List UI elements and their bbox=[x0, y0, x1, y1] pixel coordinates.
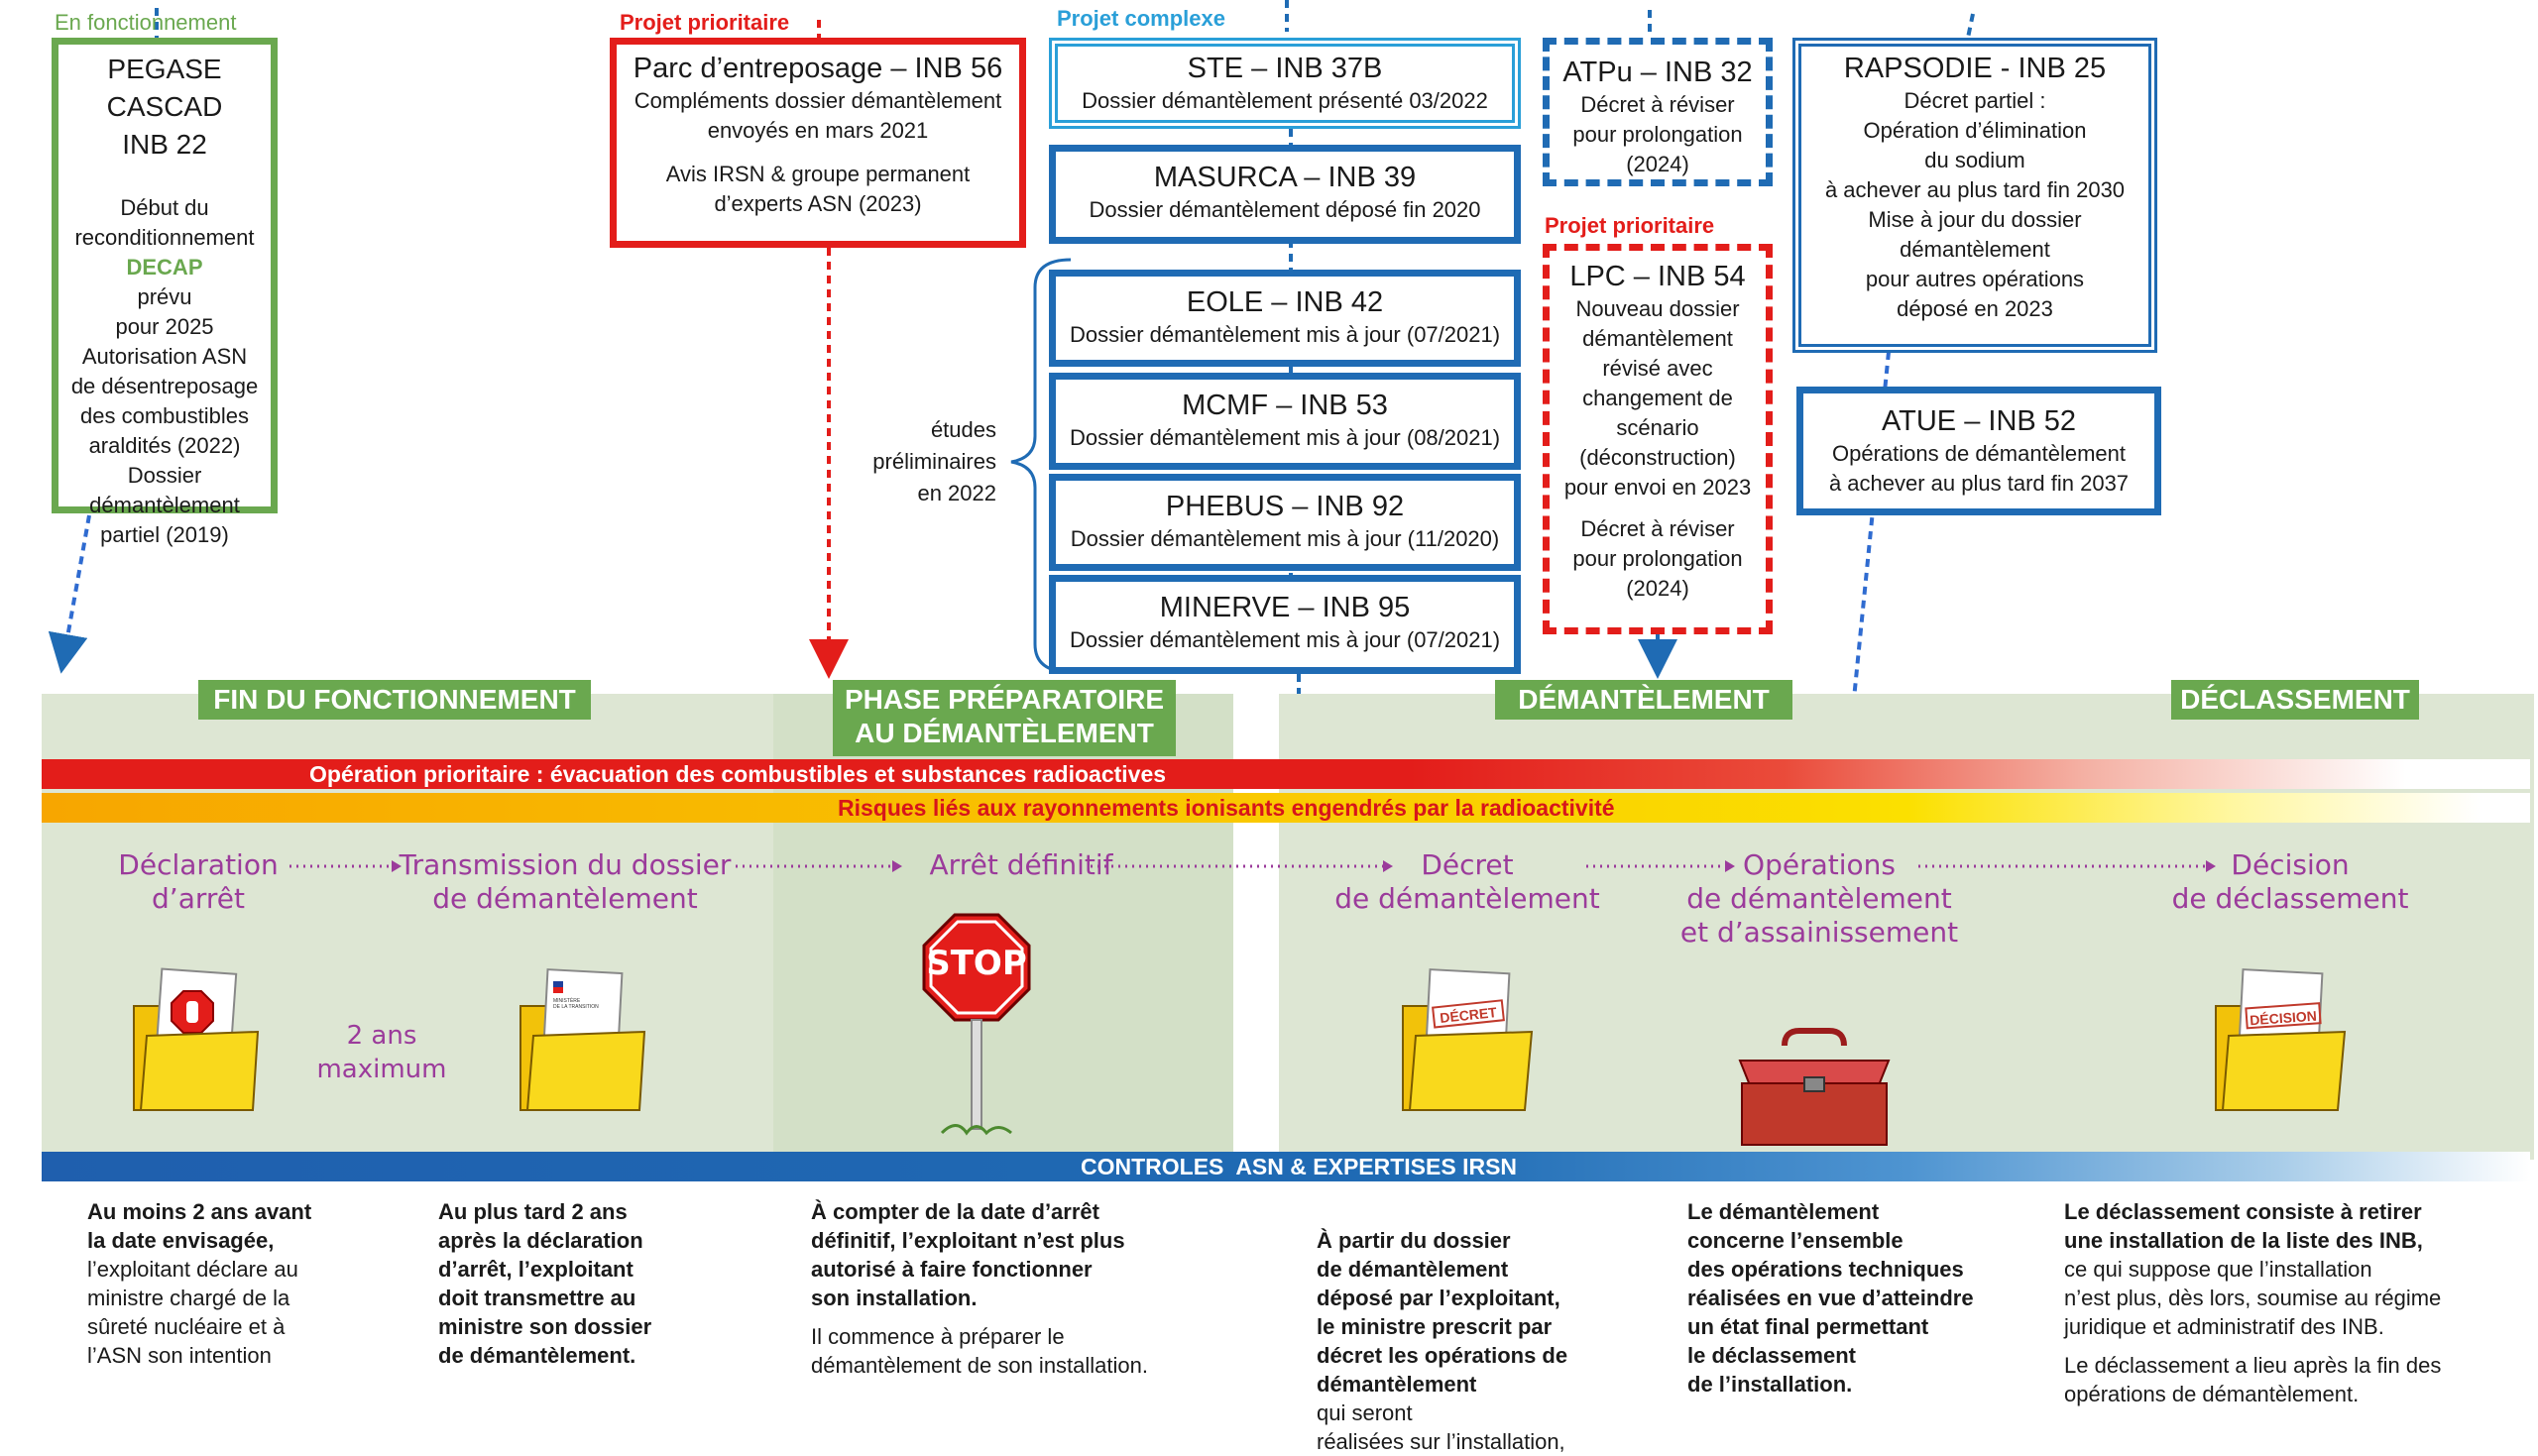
step-operations: Opérations de démantèlement et d’assaini… bbox=[1679, 848, 1959, 949]
bottom-c1-bold: Au moins 2 ans avant la date envisagée, bbox=[87, 1199, 312, 1253]
phase-label-decl: DÉCLASSEMENT bbox=[2171, 680, 2419, 720]
folder-decret-icon bbox=[1402, 968, 1534, 1111]
step-arrowhead-3 bbox=[1383, 860, 1393, 872]
phebus-title: PHEBUS – INB 92 bbox=[1165, 491, 1405, 522]
bar-risques-label: Risques liés aux rayonnements ionisants … bbox=[838, 795, 1615, 821]
lpc-desc2: Décret à réviser pour prolongation (2024… bbox=[1572, 516, 1743, 601]
phase-label-fin: FIN DU FONCTIONNEMENT bbox=[198, 680, 591, 720]
bottom-c6-reg2: Le déclassement a lieu après la fin des … bbox=[2064, 1353, 2442, 1406]
eole-desc: Dossier démantèlement mis à jour (07/202… bbox=[1069, 322, 1501, 347]
atue-desc: Opérations de démantèlement à achever au… bbox=[1828, 441, 2130, 496]
phase-label-dem: DÉMANTÈLEMENT bbox=[1495, 680, 1792, 720]
atpu-box: ATPu – INB 32 Décret à réviser pour prol… bbox=[1543, 38, 1773, 186]
phebus-desc: Dossier démantèlement mis à jour (11/202… bbox=[1070, 526, 1500, 551]
pegase-title: PEGASE CASCAD INB 22 bbox=[106, 54, 223, 160]
bottom-c6-reg: ce qui suppose que l’installation n’est … bbox=[2064, 1257, 2442, 1339]
stop-sign-icon bbox=[922, 913, 1031, 1136]
mcmf-title: MCMF – INB 53 bbox=[1182, 390, 1388, 421]
connector-lines bbox=[48, 0, 1975, 768]
phase-label-prep: PHASE PRÉPARATOIRE AU DÉMANTÈLEMENT bbox=[833, 680, 1176, 756]
deux-ans-label: 2 ans maximum bbox=[316, 1021, 447, 1084]
phebus-box: PHEBUS – INB 92 Dossier démantèlement mi… bbox=[1049, 474, 1521, 571]
atpu-desc: Décret à réviser pour prolongation (2024… bbox=[1572, 92, 1743, 176]
bottom-c6-bold: Le déclassement consiste à retirer une i… bbox=[2064, 1199, 2423, 1253]
svg-text:MINISTÈRE: MINISTÈRE bbox=[553, 997, 581, 1004]
tag-projet-complexe: Projet complexe bbox=[1057, 6, 1225, 31]
bar-controles bbox=[42, 1152, 2530, 1181]
atue-title: ATUE – INB 52 bbox=[1881, 405, 2077, 437]
bottom-col-decret: À partir du dossier de démantèlement dép… bbox=[1317, 1197, 1654, 1456]
bottom-c1-reg: l’exploitant déclare au ministre chargé … bbox=[87, 1257, 298, 1368]
tag-en-fonctionnement: En fonctionnement bbox=[55, 10, 237, 35]
bottom-col-operations: Le démantèlement concerne l’ensemble des… bbox=[1687, 1197, 2024, 1399]
bar-risques bbox=[42, 793, 2530, 823]
bottom-c2-bold: Au plus tard 2 ans après la déclaration … bbox=[438, 1199, 652, 1368]
step-transmission: Transmission du dossier de démantèlement bbox=[399, 848, 732, 915]
tag-projet-prioritaire-lpc: Projet prioritaire bbox=[1545, 213, 1715, 238]
etudes-label: études préliminaires en 2022 bbox=[872, 417, 996, 505]
mcmf-desc: Dossier démantèlement mis à jour (08/202… bbox=[1069, 425, 1501, 450]
pegase-arrow bbox=[48, 514, 91, 674]
minerve-box: MINERVE – INB 95 Dossier démantèlement m… bbox=[1049, 575, 1521, 674]
lpc-desc1: Nouveau dossier démantèlement révisé ave… bbox=[1563, 296, 1752, 500]
pegase-line1: Début du reconditionnement bbox=[74, 195, 255, 250]
rapsodie-arrow bbox=[1831, 351, 1891, 768]
masurca-box: MASURCA – INB 39 Dossier démantèlement d… bbox=[1049, 145, 1521, 244]
inb56-title: Parc d’entreposage – INB 56 bbox=[633, 53, 1003, 84]
mcmf-box: MCMF – INB 53 Dossier démantèlement mis … bbox=[1049, 373, 1521, 470]
step-decision: Décision de déclassement bbox=[2171, 848, 2409, 915]
step-arrowhead-2 bbox=[892, 860, 902, 872]
inb56-box: Parc d’entreposage – INB 56 Compléments … bbox=[610, 38, 1026, 248]
bar-operation bbox=[42, 759, 2530, 789]
bottom-col-declassement: Le déclassement consiste à retirer une i… bbox=[2064, 1197, 2510, 1408]
folder-decision-icon bbox=[2215, 968, 2347, 1111]
rapsodie-box: RAPSODIE - INB 25 Décret partiel : Opéra… bbox=[1792, 38, 2157, 353]
stop-sign-label: STOP bbox=[926, 944, 1027, 983]
masurca-title: MASURCA – INB 39 bbox=[1153, 162, 1417, 193]
ste-box: STE – INB 37B Dossier démantèlement prés… bbox=[1049, 38, 1521, 129]
step-arrowhead-4 bbox=[1725, 860, 1735, 872]
bottom-col-transmission: Au plus tard 2 ans après la déclaration … bbox=[438, 1197, 736, 1370]
atue-box: ATUE – INB 52 Opérations de démantèlemen… bbox=[1796, 387, 2161, 515]
minerve-desc: Dossier démantèlement mis à jour (07/202… bbox=[1069, 627, 1501, 652]
bottom-c4-reg: qui seront réalisées sur l’installation, bbox=[1317, 1400, 1565, 1454]
rapsodie-title: RAPSODIE - INB 25 bbox=[1843, 53, 2107, 84]
atpu-title: ATPu – INB 32 bbox=[1562, 56, 1753, 88]
inb56-desc1: Compléments dossier démantèlement envoyé… bbox=[634, 88, 1002, 143]
pegase-decap: DECAP bbox=[126, 255, 203, 280]
toolbox-icon bbox=[1738, 1028, 1891, 1146]
step-decret: Décret de démantèlement bbox=[1334, 848, 1600, 915]
masurca-desc: Dossier démantèlement déposé fin 2020 bbox=[1089, 197, 1481, 222]
folder-transmission-icon: MINISTÈRE DE LA TRANSITION bbox=[519, 968, 646, 1111]
rapsodie-desc: Décret partiel : Opération d’élimination… bbox=[1824, 88, 2126, 321]
rapsodie-top-line bbox=[1966, 13, 1975, 39]
step-arrowhead-5 bbox=[2206, 860, 2216, 872]
svg-text:DE LA TRANSITION: DE LA TRANSITION bbox=[553, 1004, 599, 1010]
step-arrowhead-1 bbox=[392, 860, 402, 872]
ste-desc: Dossier démantèlement présenté 03/2022 bbox=[1082, 88, 1488, 113]
folder-declaration-icon bbox=[133, 967, 260, 1111]
step-declaration: Déclaration d’arrêt bbox=[118, 848, 279, 915]
eole-box: EOLE – INB 42 Dossier démantèlement mis … bbox=[1049, 270, 1521, 367]
bottom-c4-bold: À partir du dossier de démantèlement dép… bbox=[1317, 1228, 1568, 1397]
minerve-title: MINERVE – INB 95 bbox=[1159, 592, 1411, 623]
eole-title: EOLE – INB 42 bbox=[1186, 286, 1384, 318]
pegase-line2: prévu pour 2025 Autorisation ASN de dése… bbox=[70, 284, 259, 547]
bottom-col-arret: À compter de la date d’arrêt définitif, … bbox=[811, 1197, 1227, 1380]
pegase-box: PEGASE CASCAD INB 22 Début du reconditio… bbox=[52, 38, 278, 547]
tag-projet-prioritaire: Projet prioritaire bbox=[620, 10, 790, 35]
bottom-c3-reg: Il commence à préparer le démantèlement … bbox=[811, 1324, 1148, 1378]
lpc-box: LPC – INB 54 Nouveau dossier démantèleme… bbox=[1543, 244, 1773, 634]
step-arret: Arrêt définitif bbox=[929, 848, 1113, 881]
step-arrows bbox=[289, 860, 2216, 872]
etudes-bracket bbox=[1010, 258, 1072, 674]
bar-controles-label: CONTROLES ASN & EXPERTISES IRSN bbox=[1081, 1154, 1518, 1179]
bottom-c3-bold: À compter de la date d’arrêt définitif, … bbox=[811, 1199, 1125, 1310]
ste-title: STE – INB 37B bbox=[1187, 53, 1383, 84]
lpc-title: LPC – INB 54 bbox=[1569, 261, 1746, 292]
bottom-col-declaration: Au moins 2 ans avant la date envisagée, … bbox=[87, 1197, 385, 1370]
bar-operation-label: Opération prioritaire : évacuation des c… bbox=[309, 761, 1167, 787]
inb56-desc2: Avis IRSN & groupe permanent d’experts A… bbox=[665, 162, 971, 216]
bottom-c5-bold: Le démantèlement concerne l’ensemble des… bbox=[1687, 1199, 1974, 1397]
